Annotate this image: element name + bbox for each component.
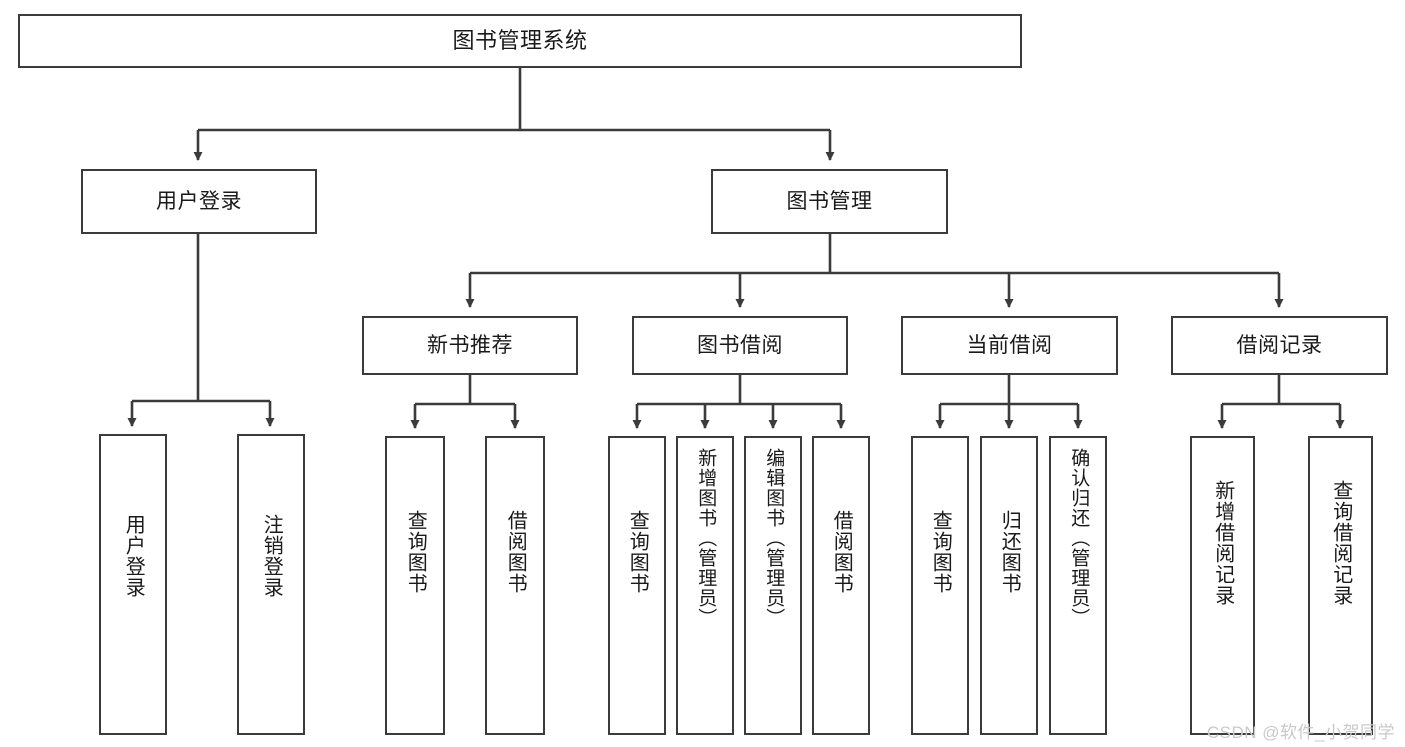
node-label: 注销登录 — [260, 514, 283, 598]
node-new-book-recommendation[interactable]: 新书推荐 — [362, 316, 578, 375]
node-label: 借阅图书 — [830, 510, 853, 594]
leaf-records-query-borrow-record[interactable]: 查询借阅记录 — [1308, 436, 1373, 735]
node-label: 借阅图书 — [504, 510, 527, 594]
node-label: 用户登录 — [156, 189, 242, 213]
node-user-login[interactable]: 用户登录 — [81, 169, 317, 234]
node-label: 图书管理系统 — [452, 27, 588, 53]
node-label: 用户登录 — [122, 514, 145, 598]
leaf-newbook-query-books[interactable]: 查询图书 — [385, 436, 445, 735]
node-label: 当前借阅 — [966, 333, 1053, 357]
node-current-borrowing[interactable]: 当前借阅 — [901, 316, 1118, 375]
node-label: 确认归还（管理员） — [1068, 448, 1090, 628]
leaf-current-query-books[interactable]: 查询图书 — [911, 436, 969, 735]
leaf-borrow-add-book-admin[interactable]: 新增图书（管理员） — [676, 436, 734, 735]
node-label: 查询图书 — [404, 510, 427, 594]
leaf-records-add-borrow-record[interactable]: 新增借阅记录 — [1190, 436, 1255, 735]
leaf-borrow-edit-book-admin[interactable]: 编辑图书（管理员） — [744, 436, 802, 735]
node-label: 新书推荐 — [427, 333, 513, 357]
node-label: 归还图书 — [998, 510, 1021, 594]
leaf-logout[interactable]: 注销登录 — [237, 434, 305, 735]
node-borrowing-records[interactable]: 借阅记录 — [1171, 316, 1388, 375]
leaf-newbook-borrow-books[interactable]: 借阅图书 — [485, 436, 545, 735]
csdn-watermark: CSDN @软件_小贺同学 — [1206, 723, 1395, 742]
node-label: 编辑图书（管理员） — [763, 448, 785, 628]
node-label: 图书管理 — [786, 189, 873, 213]
node-label: 借阅记录 — [1236, 333, 1323, 357]
leaf-current-return-books[interactable]: 归还图书 — [980, 436, 1038, 735]
node-label: 图书借阅 — [697, 333, 783, 357]
node-label: 查询借阅记录 — [1329, 480, 1352, 606]
leaf-borrow-query-books[interactable]: 查询图书 — [608, 436, 666, 735]
node-label: 新增借阅记录 — [1211, 480, 1234, 606]
node-label: 新增图书（管理员） — [695, 448, 717, 628]
node-book-borrowing[interactable]: 图书借阅 — [632, 316, 848, 375]
node-label: 查询图书 — [929, 510, 952, 594]
node-book-management[interactable]: 图书管理 — [711, 169, 948, 234]
node-label: 查询图书 — [626, 510, 649, 594]
leaf-borrow-borrow-books[interactable]: 借阅图书 — [812, 436, 870, 735]
node-root-book-management-system[interactable]: 图书管理系统 — [18, 14, 1022, 68]
leaf-current-confirm-return-admin[interactable]: 确认归还（管理员） — [1049, 436, 1107, 735]
leaf-user-login[interactable]: 用户登录 — [99, 434, 167, 735]
